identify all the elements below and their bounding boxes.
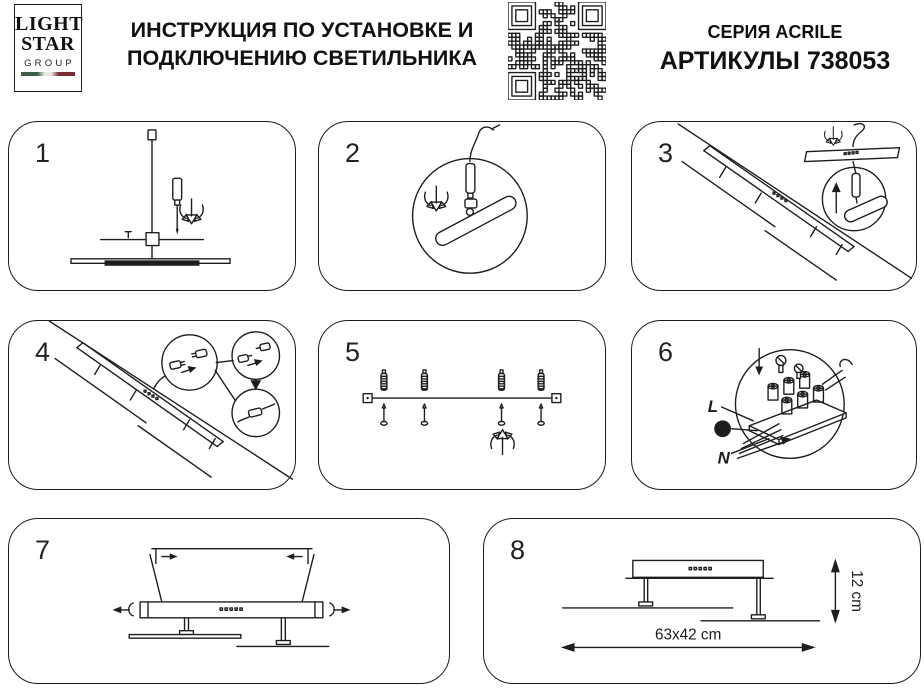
screw-icon xyxy=(497,403,506,426)
screw-rotate-down-icon xyxy=(423,185,449,212)
live-wire-label: L xyxy=(708,397,718,416)
panel-number: 6 xyxy=(658,337,674,367)
arrow-right-icon xyxy=(779,436,791,445)
arrow-up-icon xyxy=(831,182,841,193)
panel-number: 5 xyxy=(345,337,361,367)
step-panel-7: 7 xyxy=(8,518,450,684)
width-dimension-label: 63x42 cm xyxy=(655,627,721,644)
step-4-drawing xyxy=(9,321,295,489)
panel-number: 1 xyxy=(35,138,51,168)
step-panel-2: 2 xyxy=(318,121,606,291)
step-8-drawing: 63x42 cm 12 cm xyxy=(484,519,920,683)
logo-word: STAR xyxy=(21,33,75,55)
step-5-drawing xyxy=(319,321,605,489)
step-2-drawing xyxy=(319,122,605,290)
page-title: ИНСТРУКЦИЯ ПО УСТАНОВКЕ И ПОДКЛЮЧЕНИЮ СВ… xyxy=(100,16,504,72)
wall-plug-icon xyxy=(497,369,506,391)
arrow-left-icon xyxy=(112,606,122,614)
panel-number: 8 xyxy=(510,535,526,565)
step-7-drawing xyxy=(9,519,449,683)
arrow-left-icon xyxy=(286,553,295,560)
logo-word: LIGHT xyxy=(15,13,84,35)
screw-icon xyxy=(380,403,388,426)
panel-number: 4 xyxy=(35,337,51,367)
wall-plug-icon xyxy=(420,369,429,391)
title-line-1: ИНСТРУКЦИЯ ПО УСТАНОВКЕ И xyxy=(130,18,474,42)
italian-flag-bar xyxy=(21,72,75,76)
panel-number: 2 xyxy=(345,138,361,168)
arrow-right-icon xyxy=(341,606,351,614)
step-1-drawing xyxy=(9,122,295,290)
arrow-down-icon xyxy=(755,366,764,376)
screw-icon xyxy=(420,403,429,426)
screw-rotate-down-icon xyxy=(824,126,843,146)
screw-icon xyxy=(537,403,545,426)
height-dimension: 12 cm xyxy=(830,558,865,624)
neutral-wire-label: N xyxy=(718,448,731,467)
step-3-drawing xyxy=(632,122,916,290)
screw-rotate-up-icon xyxy=(490,429,515,456)
step-panel-6: 6 xyxy=(631,320,917,490)
screw-icon xyxy=(793,363,804,380)
step-panel-1: 1 xyxy=(8,121,296,291)
arrow-down-icon xyxy=(250,380,262,391)
arrow-right-icon xyxy=(169,553,178,560)
step-6-drawing: L N xyxy=(632,321,916,489)
step-panel-3: 3 xyxy=(631,121,917,291)
step-panel-4: 4 xyxy=(8,320,296,490)
step-panel-5: 5 xyxy=(318,320,606,490)
height-dimension-label: 12 cm xyxy=(848,570,865,612)
panel-number: 3 xyxy=(658,138,674,168)
logo-word: GROUP xyxy=(24,58,75,69)
step-panel-8: 8 63x42 cm xyxy=(483,518,921,684)
wall-plug-icon xyxy=(537,369,545,391)
wall-plug-icon xyxy=(380,369,388,391)
series-label: СЕРИЯ ACRILE xyxy=(707,22,843,42)
article-number: АРТИКУЛЫ 738053 xyxy=(659,47,891,75)
screw-icon xyxy=(775,354,787,374)
lightstar-logo: LIGHT STAR GROUP xyxy=(14,4,84,92)
earth-ground-icon xyxy=(714,420,732,438)
panel-number: 7 xyxy=(35,535,51,565)
screw-rotate-down-icon xyxy=(179,198,204,225)
qr-code-icon xyxy=(508,2,606,100)
title-line-2: ПОДКЛЮЧЕНИЮ СВЕТИЛЬНИКА xyxy=(126,46,478,70)
width-dimension: 63x42 cm xyxy=(560,627,816,652)
